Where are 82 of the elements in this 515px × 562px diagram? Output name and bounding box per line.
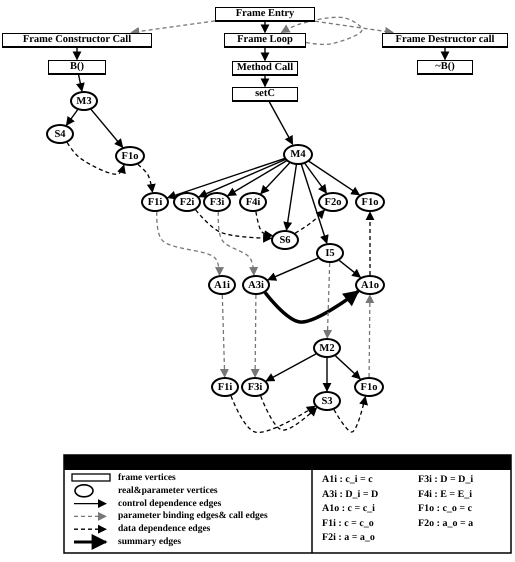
equation-text: F3i : D = D_i <box>418 474 474 486</box>
arrow <box>260 162 290 194</box>
equation-text: F2i : a = a_o <box>322 532 375 544</box>
parameter-vertex-ellipse: F1o <box>115 146 145 166</box>
parameter-vertex-ellipse: M4 <box>283 144 313 164</box>
parameter-vertex-ellipse: F2i <box>173 192 201 212</box>
frame-vertex-box: Frame Constructor Call <box>2 32 152 48</box>
dashed-arrow <box>323 262 332 339</box>
equation-text: A3i : D_i = D <box>322 488 378 500</box>
arrow <box>227 160 287 196</box>
thick-arrow <box>264 290 360 324</box>
arrow <box>322 358 332 392</box>
dashed-arrow <box>255 212 274 240</box>
arrow <box>268 101 294 145</box>
parameter-vertex-ellipse: A1i <box>208 275 236 295</box>
parameter-vertex-ellipse: I5 <box>316 243 344 263</box>
parameter-vertex-ellipse: F2o <box>318 192 348 212</box>
dashed-arrow <box>66 142 126 175</box>
arrow <box>76 74 85 92</box>
arrow <box>260 48 270 62</box>
dashed-arrow <box>220 294 229 378</box>
dashed-arrow <box>250 295 260 378</box>
equation-text: F1i : c = c_o <box>322 518 374 530</box>
dashed-arrow <box>138 164 156 194</box>
equation-text: F1o : c_o = c <box>418 503 472 515</box>
dashed-arrow <box>195 209 272 243</box>
parameter-vertex-ellipse: S4 <box>46 124 74 144</box>
equation-text: F4i : E = E_i <box>418 488 472 500</box>
parameter-vertex-ellipse: F1o <box>354 377 384 397</box>
parameter-vertex-ellipse: F1i <box>211 377 239 397</box>
parameter-vertex-ellipse: M3 <box>70 91 98 111</box>
frame-vertex-box: Method Call <box>232 60 298 76</box>
legend-text: real&parameter vertices <box>118 484 218 497</box>
legend-text: summary edges <box>118 536 182 548</box>
arrow <box>267 258 318 281</box>
dashed-arrow <box>333 396 368 433</box>
parameter-vertex-ellipse: M2 <box>313 338 341 358</box>
equation-text: F2o : a_o = a <box>418 518 474 530</box>
arrow <box>283 164 298 231</box>
equation-text: A1i : c_i = c <box>322 474 373 486</box>
arrow <box>66 109 78 126</box>
arrow <box>90 109 124 148</box>
legend-text: control dependence edges <box>118 498 222 510</box>
frame-vertex-box: Frame Entry <box>215 6 315 22</box>
frame-vertex-box: setC <box>232 86 298 102</box>
parameter-vertex-ellipse: F1i <box>141 192 169 212</box>
frame-vertex-box: B() <box>48 60 106 74</box>
dashed-arrow <box>260 396 318 431</box>
arrow <box>260 76 270 88</box>
frame-vertex-box: Frame Destructor call <box>382 32 508 48</box>
arrow <box>166 158 285 200</box>
frame-vertex-box: Frame Loop <box>224 32 306 48</box>
arrow <box>300 164 329 244</box>
dashed-arrow <box>280 16 363 46</box>
parameter-vertex-ellipse: S6 <box>271 230 299 250</box>
parameter-vertex-ellipse: A3i <box>242 275 270 295</box>
parameter-vertex-ellipse: F4i <box>239 192 267 212</box>
legend-text: frame vertices <box>118 472 176 484</box>
arrow <box>308 160 360 196</box>
dashed-arrow <box>156 212 224 276</box>
arrow <box>72 48 82 60</box>
equation-text: A1o : c = c_i <box>322 503 375 515</box>
arrow <box>260 22 270 34</box>
arrow <box>335 355 361 380</box>
legend-text: parameter binding edges& call edges <box>118 510 268 522</box>
parameter-vertex-ellipse: F1o <box>355 192 385 212</box>
dashed-arrow <box>366 211 374 275</box>
parameter-vertex-ellipse: S3 <box>313 391 341 411</box>
dashed-arrow <box>365 294 374 377</box>
frame-vertex-box: ~B() <box>417 60 473 74</box>
legend-text: data dependence edges <box>118 523 210 536</box>
arrow <box>198 158 286 198</box>
arrow <box>265 353 316 382</box>
arrow <box>338 260 362 278</box>
parameter-vertex-ellipse: A1o <box>355 275 385 295</box>
dashed-arrow <box>218 212 258 276</box>
arrow <box>304 162 327 194</box>
parameter-vertex-ellipse: F3i <box>203 192 231 212</box>
arrow <box>440 48 450 60</box>
parameter-vertex-ellipse: F3i <box>241 377 269 397</box>
dashed-arrow <box>230 396 316 433</box>
dashed-arrow <box>294 210 326 234</box>
